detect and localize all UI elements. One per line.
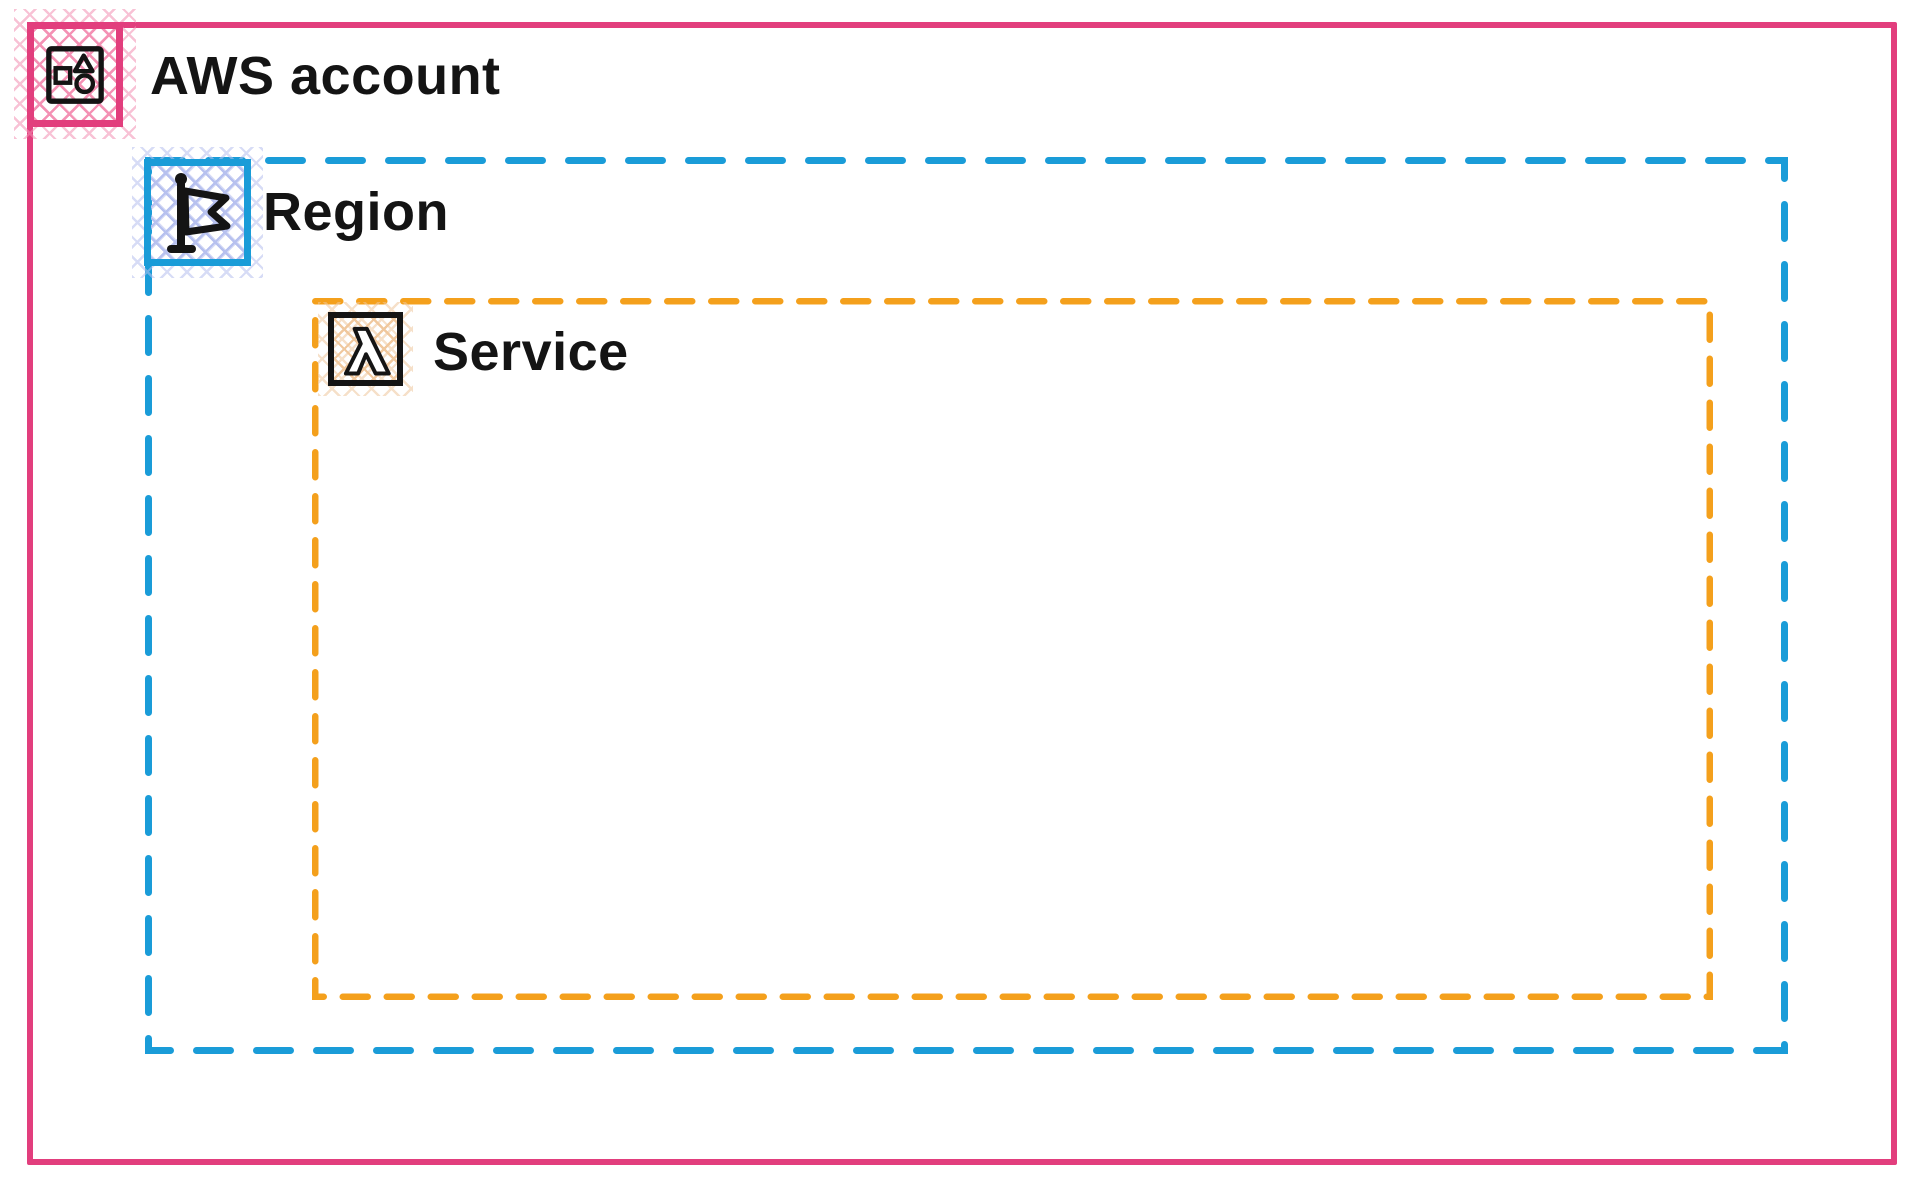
aws-account-label: AWS account — [150, 45, 501, 106]
service-icon-tile — [328, 312, 403, 386]
region-icon-tile — [144, 159, 251, 266]
aws-account-icon — [46, 45, 104, 104]
service-boundary — [312, 298, 1713, 1000]
region-label: Region — [263, 181, 449, 242]
service-label: Service — [433, 321, 629, 382]
lambda-icon — [343, 326, 391, 376]
service-boundary-outline — [312, 298, 1713, 1000]
aws-account-icon-tile — [27, 22, 123, 127]
flag-icon — [166, 172, 230, 253]
aws-account-boundary — [27, 22, 1897, 1165]
